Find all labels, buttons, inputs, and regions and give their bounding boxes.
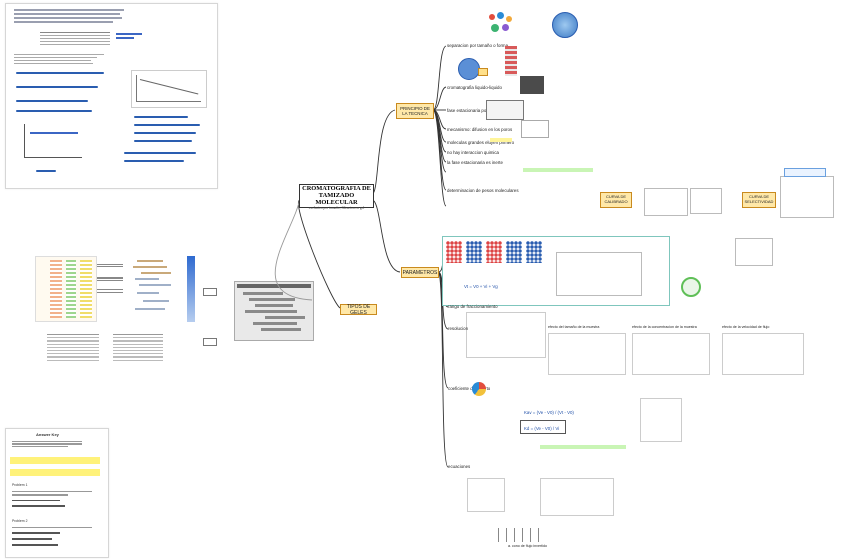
hw-line <box>134 140 192 142</box>
principio-item-2: cromatografia liquido-liquido <box>447 85 502 90</box>
elution-profile <box>467 478 505 512</box>
colored-table <box>35 256 97 322</box>
param-coef: coeficiente de reparto <box>448 386 491 391</box>
chart-peaks-principio <box>521 120 549 138</box>
hw-line <box>124 160 184 162</box>
fractionation-panel <box>466 312 546 358</box>
sample-table-2 <box>113 332 163 390</box>
bead-grid-5 <box>526 241 542 263</box>
kav-chromatogram <box>640 398 682 442</box>
effect-chart-3 <box>722 333 804 375</box>
paragraph-lines <box>14 9 124 25</box>
mini-chart-right <box>131 70 207 108</box>
efecto-2: efecto de la concentracion de la muestra <box>632 325 697 329</box>
principio-item-4: mecanismo: difusion en los poros <box>447 127 513 132</box>
bead-grid-2 <box>466 241 482 263</box>
molecular-weight-table <box>234 281 314 341</box>
hw-line <box>16 110 92 112</box>
central-topic[interactable]: CROMATOGRAFIA DE TAMIZADO MOLECULAR excl… <box>299 184 374 210</box>
blue-gradient-arrow <box>187 256 195 322</box>
bottom-caption: a. cono de flujo invertido <box>508 544 547 548</box>
column-image <box>505 46 517 76</box>
chromatogram-peaks <box>556 252 642 296</box>
eq-box <box>520 420 566 434</box>
porous-bead-icon <box>552 12 578 38</box>
principio-item-6: no hay interaccion quimica <box>447 150 499 155</box>
blue-annotation <box>116 31 142 43</box>
principio-item-5: moleculas grandes eluyen primero <box>447 140 515 145</box>
param-resolucion: resolucion <box>448 326 469 331</box>
bottom-heading-lines <box>12 439 82 449</box>
pore-diagram <box>486 100 524 120</box>
apparatus-diagram <box>540 478 614 516</box>
gel-table-section <box>35 256 215 394</box>
fractionation-chart <box>131 256 187 326</box>
hw-line <box>134 132 196 134</box>
green-highlight-bottom <box>540 445 626 449</box>
central-subtitle: exclusion por tamaño, filtracion en gel <box>308 206 365 210</box>
eq-vt: Vt = V0 + Vi + Vg <box>464 284 498 289</box>
pie-icon <box>472 382 486 396</box>
effect-chart-1 <box>548 333 626 375</box>
hw-line <box>16 72 104 74</box>
yellow-highlight-1 <box>10 457 100 464</box>
curva-selectividad-node[interactable]: CURVA DE SELECTIVIDAD <box>742 192 776 208</box>
notes-page-bottom: Answer Key Problem 1 Problem 2 <box>5 428 109 558</box>
bead-grid-3 <box>486 241 502 263</box>
yellow-highlight-2 <box>10 469 100 476</box>
molecule-cluster-icon <box>487 12 517 36</box>
small-box-label-b <box>203 338 217 346</box>
eq-kd: Kd = (Ve - V0) / Vi <box>524 426 560 431</box>
sem-image <box>520 76 544 94</box>
notes-page-top <box>5 3 218 189</box>
param-ecuaciones: ecuaciones <box>448 464 471 469</box>
principio-item-1: separacion por tamaño o forma <box>447 43 509 48</box>
principio-item-8: determinacion de pesos moleculares <box>447 188 519 193</box>
elution-chart <box>690 188 722 214</box>
problem-2-label: Problem 2 <box>12 519 28 523</box>
green-highlight-note <box>523 168 593 172</box>
bead-grid-1 <box>446 241 462 263</box>
selectivity-curve-chart <box>780 176 834 218</box>
parametros-node[interactable]: PARAMETROS <box>401 267 439 278</box>
selectivity-label <box>784 168 826 177</box>
column-tubes <box>498 528 542 542</box>
problem-lines <box>12 489 92 511</box>
problem2-lines <box>12 525 92 550</box>
principio-item-7: la fase estacionaria es inerte <box>447 160 503 165</box>
bead-grid-4 <box>506 241 522 263</box>
hw-line <box>16 100 88 102</box>
central-title: CROMATOGRAFIA DE TAMIZADO MOLECULAR <box>302 185 371 206</box>
principio-node[interactable]: PRINCIPIO DE LA TECNICA <box>396 103 434 119</box>
mini-chart-left <box>24 124 82 158</box>
problem-1-label: Problem 1 <box>12 483 28 487</box>
principio-item-3: fase estacionaria porosa <box>447 108 495 113</box>
efecto-1: efecto del tamaño de la muestra <box>548 325 600 329</box>
data-table-small <box>40 30 110 50</box>
param-rango: rango de fraccionamiento <box>448 304 498 309</box>
hw-line <box>134 124 200 126</box>
hw-line <box>124 152 196 154</box>
answer-heading: Answer Key <box>36 432 59 437</box>
effect-chart-2 <box>632 333 710 375</box>
tipos-node[interactable]: TIPOS DE GELES <box>340 304 377 316</box>
question-lines <box>14 52 104 66</box>
ring-diagram <box>681 277 701 297</box>
sample-table-1 <box>47 332 99 390</box>
kav-chart <box>735 238 773 266</box>
curva-calibrado-node[interactable]: CURVA DE CALIBRADO <box>600 192 632 208</box>
bead-diagram <box>458 58 488 82</box>
hw-line <box>16 86 98 88</box>
calibration-curve-chart <box>644 188 688 216</box>
efecto-3: efecto de la velocidad de flujo <box>722 325 770 329</box>
hw-line <box>36 170 56 172</box>
hw-line <box>134 116 188 118</box>
yellow-highlight-note <box>490 138 512 142</box>
small-box-label-a <box>203 288 217 296</box>
eq-kav: Kav = (Ve - V0) / (Vt - V0) <box>524 410 574 415</box>
